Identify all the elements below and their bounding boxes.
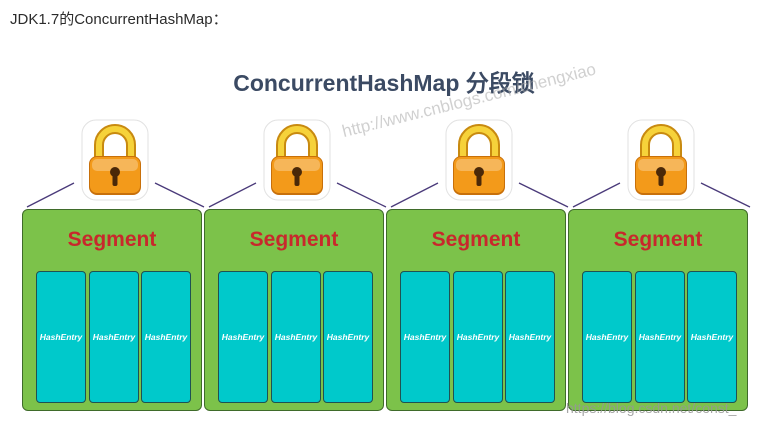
- connector-line: [572, 182, 621, 208]
- hash-entry: HashEntry: [687, 271, 737, 403]
- page-heading: JDK1.7的ConcurrentHashMap：: [10, 11, 228, 28]
- hash-entry-label: HashEntry: [403, 332, 447, 342]
- hash-entry-label: HashEntry: [144, 332, 188, 342]
- hash-entry-label: HashEntry: [92, 332, 136, 342]
- hash-entry: HashEntry: [400, 271, 450, 403]
- connector-line: [26, 182, 75, 208]
- padlock-icon: [80, 118, 150, 202]
- diagram-title: ConcurrentHashMap 分段锁: [233, 70, 535, 96]
- hash-entry: HashEntry: [36, 271, 86, 403]
- padlock-icon: [262, 118, 332, 202]
- hash-entry: HashEntry: [635, 271, 685, 403]
- hash-entry: HashEntry: [453, 271, 503, 403]
- hash-entry-label: HashEntry: [39, 332, 83, 342]
- hash-entry-label: HashEntry: [585, 332, 629, 342]
- segment-label: Segment: [67, 228, 157, 251]
- hash-entry-label: HashEntry: [274, 332, 318, 342]
- padlock-icon: [626, 118, 696, 202]
- hash-entry: HashEntry: [141, 271, 191, 403]
- connector-line: [700, 182, 751, 208]
- hash-entry: HashEntry: [271, 271, 321, 403]
- padlock-icon: [444, 118, 514, 202]
- segment-label: Segment: [431, 228, 521, 251]
- hash-entry: HashEntry: [582, 271, 632, 403]
- connector-line: [154, 182, 205, 208]
- hash-entry-label: HashEntry: [638, 332, 682, 342]
- hash-entry: HashEntry: [505, 271, 555, 403]
- segment-label: Segment: [249, 228, 339, 251]
- hash-entry-label: HashEntry: [326, 332, 370, 342]
- hash-entry: HashEntry: [323, 271, 373, 403]
- watermark-bottom: https://blog.csdn.net/const_: [566, 400, 737, 416]
- hash-entry-label: HashEntry: [690, 332, 734, 342]
- hash-entry-label: HashEntry: [221, 332, 265, 342]
- hash-entry: HashEntry: [89, 271, 139, 403]
- hash-entry-label: HashEntry: [456, 332, 500, 342]
- hash-entry: HashEntry: [218, 271, 268, 403]
- segment-label: Segment: [613, 228, 703, 251]
- connector-line: [336, 182, 387, 208]
- connector-line: [390, 182, 439, 208]
- hash-entry-label: HashEntry: [508, 332, 552, 342]
- connector-line: [208, 182, 257, 208]
- connector-line: [518, 182, 569, 208]
